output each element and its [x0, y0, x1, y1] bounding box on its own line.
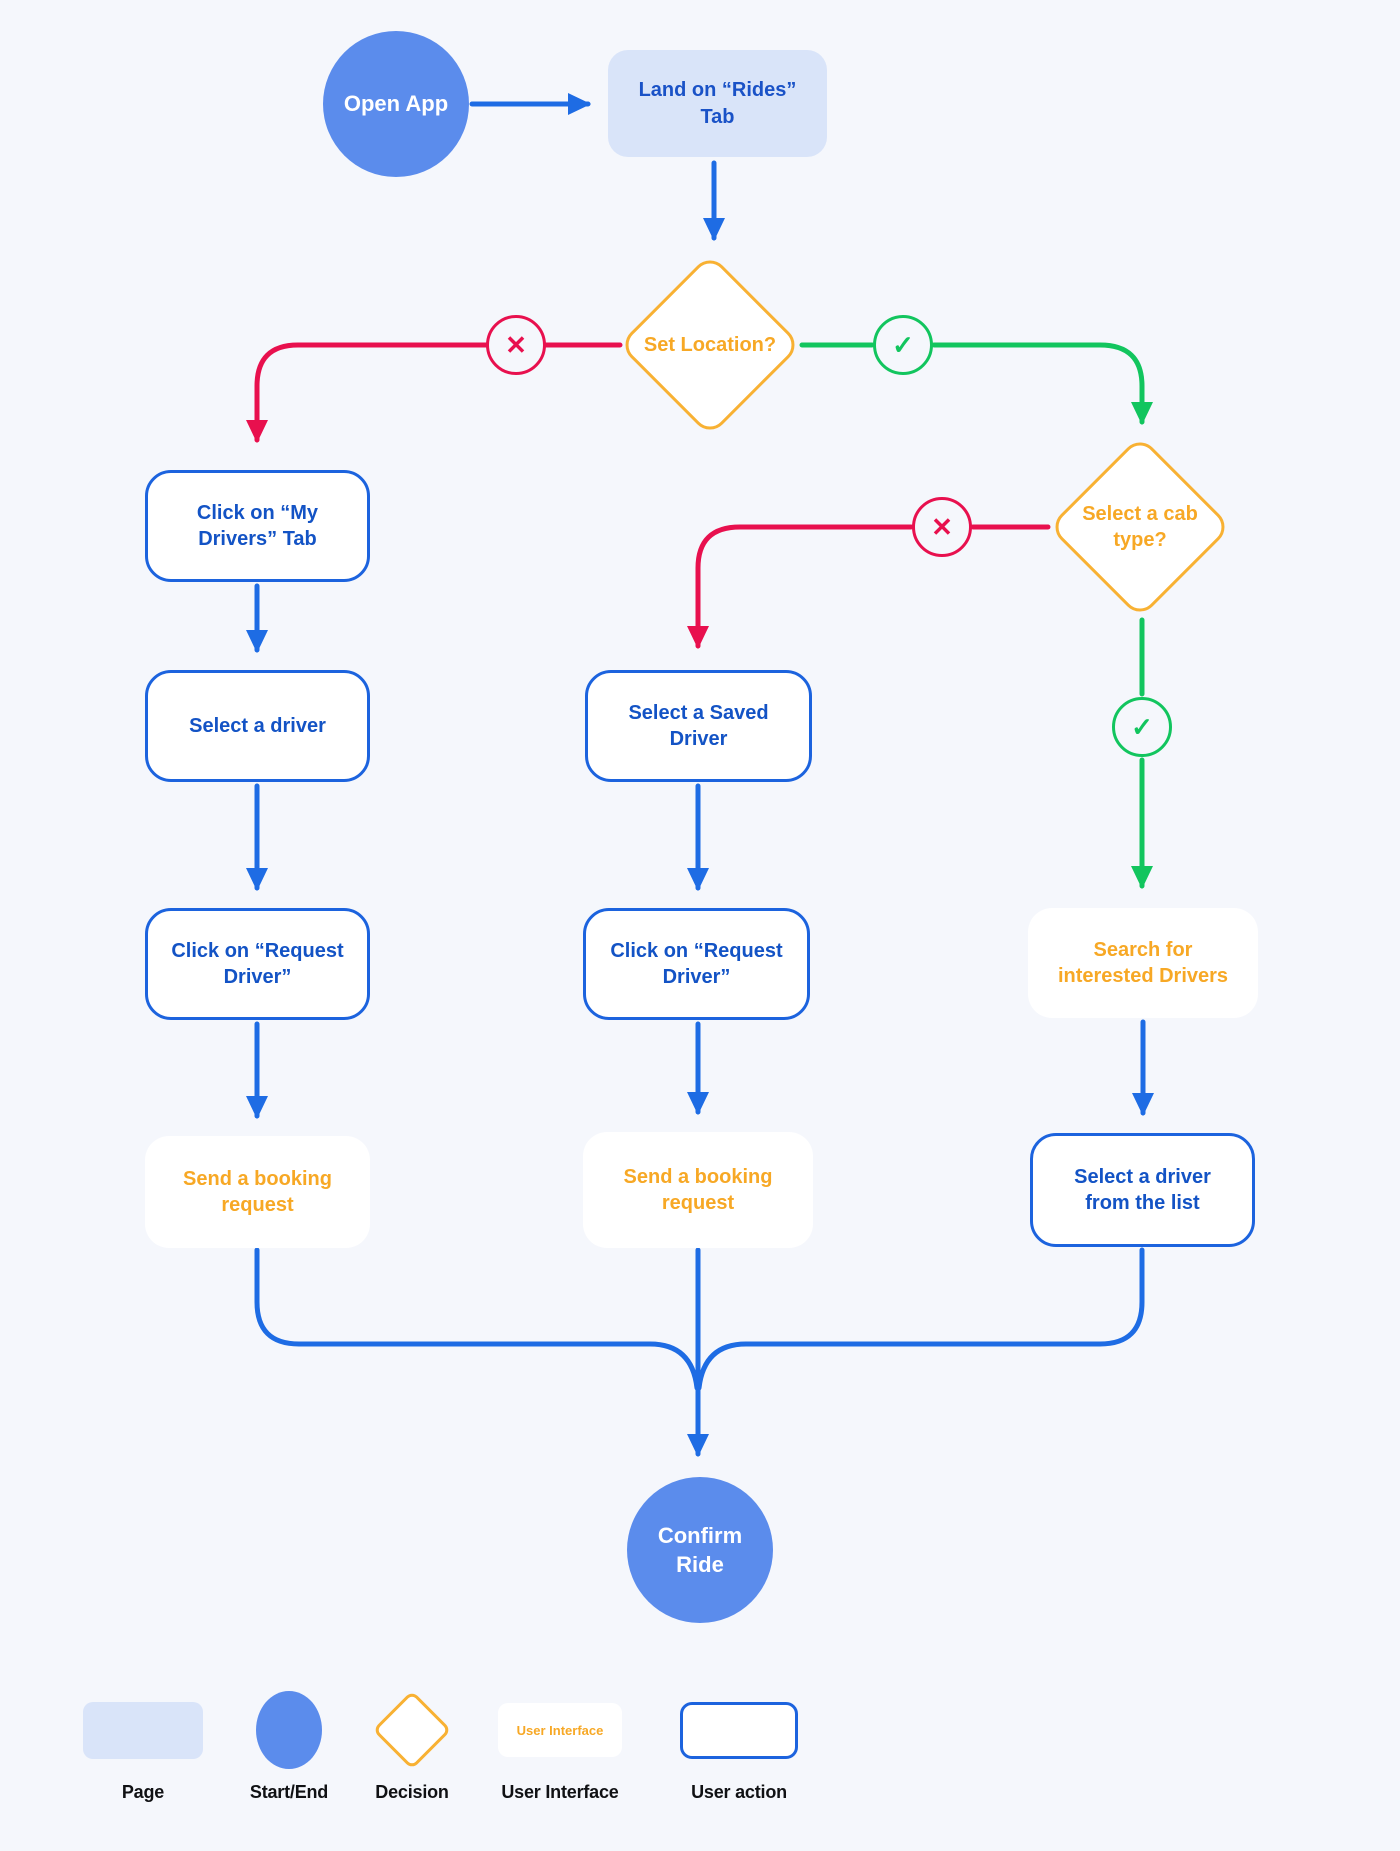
page-node-label: Land on “Rides” Tab [638, 79, 797, 128]
decision-cab-type-label: Select a cab type? [1082, 503, 1198, 551]
end-node-label: Confirm Ride [657, 1522, 743, 1577]
legend-label: Start/End [249, 1782, 329, 1802]
legend-label: User action [691, 1782, 787, 1802]
action-node-label: Click on “Request Driver” [171, 939, 344, 988]
ui-node-label: Send a booking request [623, 1165, 773, 1214]
decision-swatch [372, 1690, 452, 1770]
no-badge: ✕ [912, 497, 972, 557]
legend-item-user-action: User action [680, 1690, 798, 1803]
legend-item-start-end: Start/End [249, 1690, 329, 1803]
ui-node-label: Search for interested Drivers [1057, 938, 1229, 987]
action-node-select-driver: Select a driver [145, 670, 370, 782]
yes-badge: ✓ [873, 315, 933, 375]
user-action-swatch [680, 1701, 798, 1759]
start-node-open-app: Open App [323, 31, 469, 177]
legend-label: Decision [375, 1782, 449, 1802]
action-node-select-from-list: Select a driver from the list [1030, 1133, 1255, 1247]
action-node-label: Select a driver from the list [1074, 1165, 1211, 1214]
check-icon: ✓ [892, 329, 914, 360]
action-node-label: Click on “Request Driver” [610, 939, 783, 988]
user-interface-swatch-text: User Interface [516, 1722, 604, 1738]
decision-set-location-label: Set Location? [643, 334, 777, 356]
page-node-land-rides: Land on “Rides” Tab [608, 50, 827, 157]
legend-item-user-interface: User Interface User Interface [498, 1690, 622, 1803]
ui-node-booking-request-mid: Send a booking request [583, 1132, 813, 1248]
no-badge: ✕ [486, 315, 546, 375]
legend-item-page: Page [83, 1690, 203, 1803]
ui-node-label: Send a booking request [183, 1167, 332, 1216]
yes-badge: ✓ [1112, 697, 1172, 757]
check-icon: ✓ [1131, 711, 1153, 742]
legend-label: Page [121, 1782, 165, 1802]
x-icon: ✕ [505, 329, 527, 360]
ui-node-booking-request-left: Send a booking request [145, 1136, 370, 1248]
action-node-my-drivers-tab: Click on “My Drivers” Tab [145, 470, 370, 582]
start-node-label: Open App [343, 91, 449, 117]
user-interface-swatch: User Interface [498, 1703, 622, 1757]
start-end-swatch [256, 1691, 322, 1769]
action-node-label: Select a driver [189, 714, 326, 737]
action-node-saved-driver: Select a Saved Driver [585, 670, 812, 782]
decision-set-location: Set Location? [618, 253, 802, 437]
legend-item-decision: Decision [372, 1690, 452, 1803]
action-node-label: Select a Saved Driver [628, 701, 769, 750]
x-icon: ✕ [931, 511, 953, 542]
action-node-request-driver-mid: Click on “Request Driver” [583, 908, 810, 1020]
decision-cab-type: Select a cab type? [1048, 435, 1232, 619]
action-node-request-driver-left: Click on “Request Driver” [145, 908, 370, 1020]
end-node-confirm-ride: Confirm Ride [627, 1477, 773, 1623]
page-swatch [83, 1701, 203, 1759]
ui-node-search-drivers: Search for interested Drivers [1028, 908, 1258, 1018]
action-node-label: Click on “My Drivers” Tab [196, 501, 319, 550]
legend-label: User Interface [501, 1782, 619, 1802]
